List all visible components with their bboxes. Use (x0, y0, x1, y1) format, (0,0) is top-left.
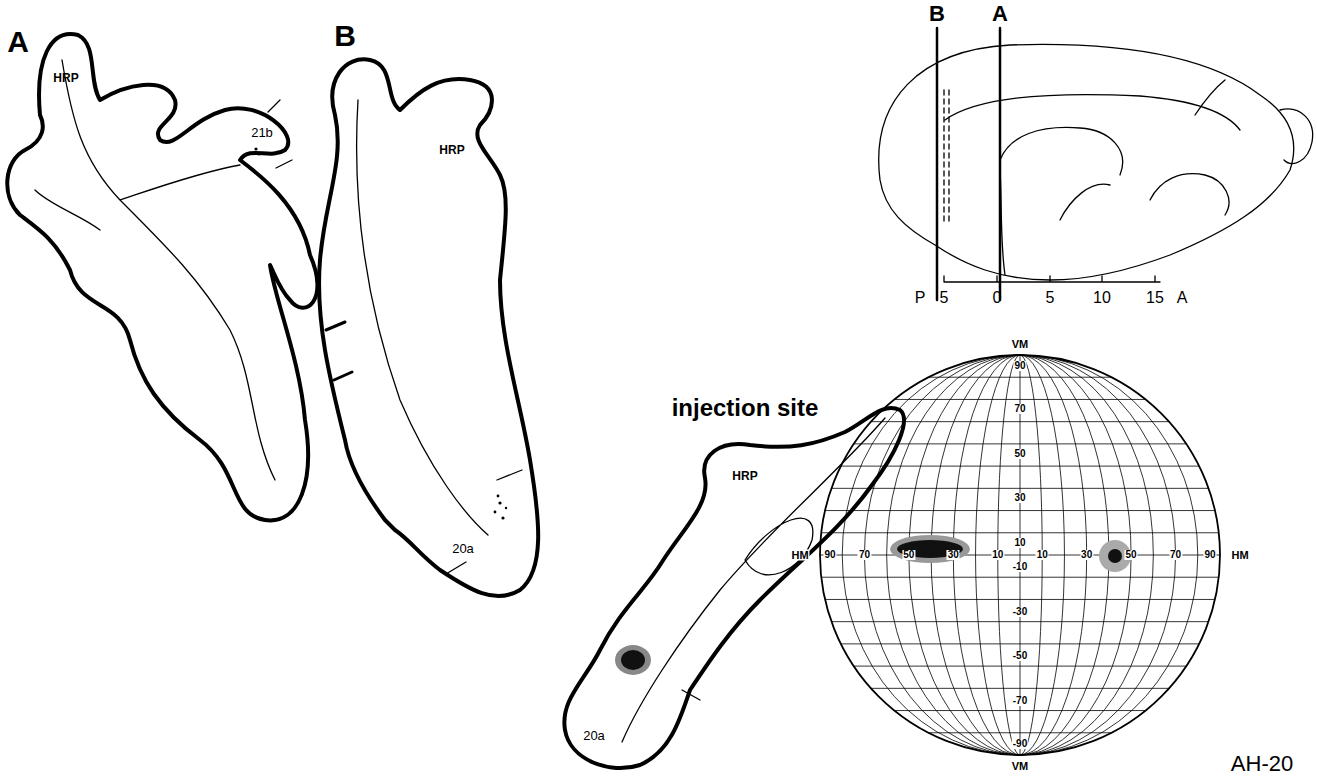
scale-label: 5 (940, 290, 949, 306)
grid-line (894, 399, 1145, 400)
grid-number: -90 (1012, 739, 1028, 749)
grid-line (825, 599, 1215, 600)
scale-axis (944, 276, 1160, 282)
injection-blob (615, 645, 651, 675)
grid-line (820, 355, 1220, 755)
section-line (937, 28, 1000, 300)
white-matter-line (35, 60, 275, 480)
tracer-label: HRP (439, 144, 464, 156)
border-tick (446, 470, 522, 574)
white-matter-line (357, 100, 488, 535)
grid-number: 50 (1125, 550, 1138, 560)
grid-number: 90 (1203, 550, 1216, 560)
grid-number: 70 (1013, 404, 1026, 414)
brain-outline (879, 44, 1294, 280)
meridian-label: VM (1011, 761, 1030, 772)
grid-number: 10 (1013, 538, 1026, 548)
grid-number: 50 (1013, 449, 1026, 459)
section-marker: A (992, 3, 1008, 25)
scale-label: 0 (993, 290, 1002, 306)
brain-section: A HRP 21b (0, 15, 330, 530)
grid-number: -10 (1012, 562, 1028, 572)
white-matter-line (622, 418, 885, 742)
sulcus-notch (326, 322, 352, 380)
grid-number: -30 (1012, 607, 1028, 617)
section-outline (7, 34, 317, 520)
scale-label: P (915, 290, 926, 306)
grid-number: 90 (1013, 361, 1026, 371)
labeled-cells (254, 147, 507, 519)
meridian-label: HM (790, 550, 809, 561)
grid-number: 50 (902, 550, 915, 560)
grid-number: -70 (1012, 696, 1028, 706)
section-heading: injection site (672, 396, 819, 420)
visual-field-globe (820, 355, 1220, 755)
sulcus (945, 80, 1240, 275)
meridian-label: HM (1230, 550, 1249, 561)
grid-line (871, 688, 1169, 689)
dashed-range (944, 90, 949, 225)
section-letter: A (7, 27, 29, 57)
brain-section: injection siteHRP 20a (555, 385, 910, 775)
scale-label: A (1177, 290, 1188, 306)
tracer-label: HRP (53, 72, 78, 84)
grid-line (871, 421, 1169, 422)
section-outline (319, 59, 538, 596)
section-outline (564, 408, 904, 768)
grid-number: 10 (1036, 550, 1049, 560)
grid-line (821, 577, 1219, 578)
section-marker: B (929, 3, 945, 25)
grid-number: 10 (991, 550, 1004, 560)
grid-line (821, 532, 1219, 533)
grid-number: 30 (1013, 493, 1026, 503)
grid-line (928, 732, 1111, 733)
grid-line (841, 466, 1199, 467)
tracer-label: HRP (732, 470, 757, 482)
grid-line (841, 643, 1199, 644)
border-tick (682, 690, 700, 700)
grid-line (854, 666, 1187, 667)
grid-line (825, 510, 1215, 511)
grid-number: 90 (823, 550, 836, 560)
grid-number: -50 (1012, 651, 1028, 661)
olfactory-bulb (1280, 109, 1313, 163)
grid-line (820, 555, 1220, 556)
grid-number: 70 (858, 550, 871, 560)
area-label: 20a (583, 729, 605, 742)
grid-number: 30 (1080, 550, 1093, 560)
scale-label: 10 (1093, 290, 1111, 306)
grid-line (854, 443, 1187, 444)
grid-line (928, 377, 1111, 378)
grid-line (831, 621, 1208, 622)
grid-line (831, 488, 1208, 489)
area-label: 20a (452, 542, 474, 555)
scale-label: 15 (1146, 290, 1164, 306)
scale-label: 5 (1046, 290, 1055, 306)
area-label: 21b (251, 126, 273, 139)
grid-line (894, 710, 1145, 711)
brain-section: B HRP 20a (315, 15, 550, 605)
meridian-label: VM (1011, 339, 1030, 350)
section-letter: B (334, 21, 356, 51)
case-id: AH-20 (1231, 753, 1293, 775)
receptive-field (890, 535, 1131, 572)
grid-number: 70 (1169, 550, 1182, 560)
grid-number: 30 (947, 550, 960, 560)
